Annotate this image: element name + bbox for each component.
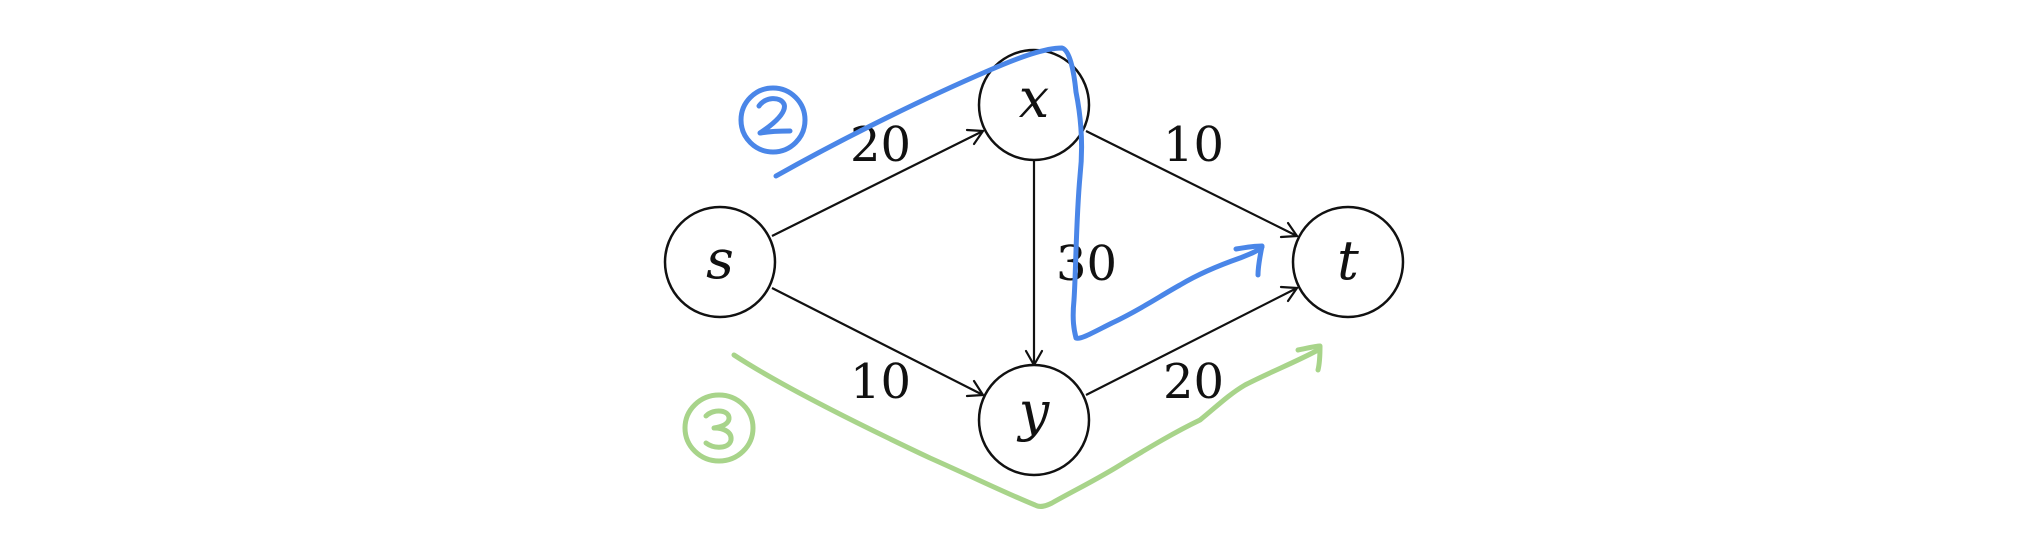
edge-y-t xyxy=(1085,285,1300,396)
node-x: x xyxy=(977,48,1091,162)
path-3-stroke xyxy=(731,347,1321,509)
edge-x-t xyxy=(1085,130,1300,239)
edge-label-s-y: 10 xyxy=(850,354,911,410)
node-t: t xyxy=(1291,205,1405,319)
node-label-x: x xyxy=(1019,67,1049,130)
edge-label-x-t: 10 xyxy=(1163,117,1224,173)
annotation-path-2 xyxy=(738,45,1265,341)
edge-label-s-x: 20 xyxy=(850,117,911,173)
nodes: s x y t xyxy=(663,48,1405,477)
edge-label-x-y: 30 xyxy=(1056,236,1117,292)
annotation-path-3 xyxy=(682,343,1323,509)
path-3-arrowhead xyxy=(1295,343,1323,373)
edges xyxy=(771,128,1300,398)
edge-s-y xyxy=(771,287,985,398)
edge-s-x xyxy=(771,128,986,237)
node-label-t: t xyxy=(1337,229,1359,292)
edge-labels: 20 10 30 10 20 xyxy=(850,117,1224,410)
node-s: s xyxy=(663,205,777,319)
edge-x-y xyxy=(1024,160,1044,368)
node-label-s: s xyxy=(706,228,734,291)
path-2-arrowhead xyxy=(1233,243,1265,278)
node-label-y: y xyxy=(1017,380,1051,443)
edge-label-y-t: 20 xyxy=(1163,354,1224,410)
mark-3-circle-icon xyxy=(682,392,756,464)
path-2-stroke xyxy=(773,45,1265,341)
mark-2-circle-icon xyxy=(738,85,808,155)
node-y: y xyxy=(977,363,1091,477)
